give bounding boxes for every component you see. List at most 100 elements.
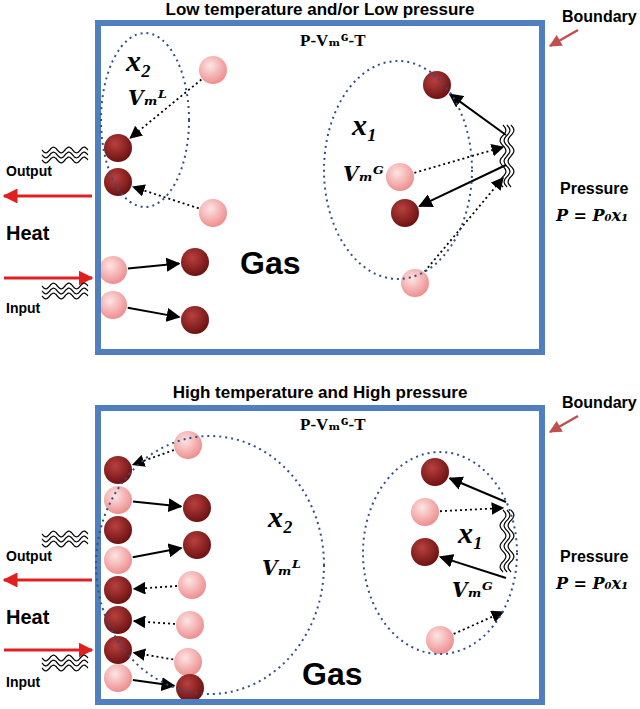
pressure-equation: P = P₀x₁	[556, 206, 628, 225]
region-outline	[362, 451, 518, 655]
molecule-dark	[104, 168, 132, 196]
molecule-light	[104, 546, 132, 574]
liquid-region: x₂ Vₘᴸ	[95, 435, 325, 695]
output-label: Output	[6, 548, 52, 564]
motion-arrow	[134, 653, 173, 660]
motion-arrow	[128, 264, 179, 269]
pressure-wave	[504, 125, 510, 187]
liquid-region: x₂ Vₘᴸ	[100, 32, 190, 208]
molecule-dark	[181, 248, 209, 276]
motion-arrow	[134, 586, 177, 589]
heat-wave	[42, 157, 88, 163]
fraction-label: x₂	[126, 44, 151, 78]
input-label: Input	[6, 300, 40, 316]
heat-output-arrow	[4, 579, 92, 582]
panel-box: Low temperature and/or Low pressureP-Vₘᴳ…	[95, 20, 545, 355]
motion-arrow	[425, 178, 503, 272]
molecule-light	[178, 571, 206, 599]
molecule-dark	[421, 458, 449, 486]
molecule-light	[386, 163, 414, 191]
pressure-wave	[508, 125, 514, 187]
motion-arrow	[128, 308, 180, 317]
motion-arrow	[134, 621, 175, 624]
motion-arrow	[133, 187, 199, 208]
phase-label: Gas	[240, 245, 300, 282]
heat-input-arrow	[4, 649, 92, 652]
heat-wave	[42, 660, 88, 666]
panel-title: High temperature and High pressure	[173, 383, 468, 403]
heat-output-arrow	[4, 195, 92, 198]
molecule-light	[104, 664, 132, 692]
state-label: P-Vₘᴳ-T	[300, 414, 366, 435]
heat-wave	[42, 531, 88, 537]
molecule-light	[401, 269, 429, 297]
heat-wave	[42, 536, 88, 542]
molecule-dark	[104, 134, 132, 162]
pressure-wave	[508, 510, 514, 572]
molecule-light	[426, 626, 454, 654]
heat-wave	[42, 152, 88, 158]
molecule-light	[411, 498, 439, 526]
pressure-wave	[504, 510, 510, 572]
motion-arrow	[454, 612, 503, 634]
volume-label: Vₘᴸ	[128, 86, 167, 110]
motion-arrow	[450, 478, 506, 502]
motion-arrow	[450, 94, 506, 135]
motion-arrow	[440, 557, 506, 578]
output-label: Output	[6, 163, 52, 179]
molecule-dark	[104, 576, 132, 604]
volume-label: Vₘᴸ	[262, 556, 301, 580]
molecule-light	[104, 486, 132, 514]
motion-arrow	[133, 502, 181, 507]
molecule-dark	[176, 674, 204, 702]
heat-wave	[42, 541, 88, 547]
motion-arrow	[414, 147, 503, 173]
molecule-dark	[104, 636, 132, 664]
heat-wave	[42, 288, 88, 294]
molecule-dark	[104, 606, 132, 634]
molecule-light	[199, 199, 227, 227]
heat-wave	[42, 293, 88, 299]
motion-arrow	[419, 165, 506, 206]
heat-label: Heat	[6, 222, 49, 245]
molecule-light	[99, 291, 127, 319]
molecule-light	[174, 648, 202, 676]
molecule-light	[99, 256, 127, 284]
boundary-label: Boundary	[562, 394, 637, 412]
fraction-label: x₂	[268, 500, 293, 534]
heat-wave	[42, 655, 88, 661]
pressure-wave	[500, 125, 506, 187]
molecule-light	[174, 431, 202, 459]
heat-wave	[42, 147, 88, 153]
molecule-dark	[104, 456, 132, 484]
input-label: Input	[6, 674, 40, 690]
heat-wave	[42, 283, 88, 289]
motion-arrow	[133, 548, 182, 557]
molecule-dark	[423, 71, 451, 99]
motion-arrow	[440, 508, 503, 511]
molecule-dark	[183, 494, 211, 522]
phase-label: Gas	[302, 656, 362, 693]
volume-label: Vₘᴳ	[343, 162, 384, 186]
pressure-label: Pressure	[560, 548, 629, 566]
molecule-light	[199, 56, 227, 84]
molecule-dark	[411, 538, 439, 566]
gas-region: x₁ Vₘᴳ	[323, 60, 473, 280]
panel-box: High temperature and High pressureP-Vₘᴳ-…	[95, 405, 545, 705]
molecule-dark	[181, 306, 209, 334]
heat-label: Heat	[6, 606, 49, 629]
pressure-wave	[500, 510, 506, 572]
motion-arrow	[133, 450, 174, 465]
fraction-label: x₁	[458, 516, 483, 550]
boundary-pointer	[550, 416, 578, 432]
boundary-pointer	[550, 30, 578, 46]
state-label: P-Vₘᴳ-T	[300, 30, 366, 51]
pressure-label: Pressure	[560, 180, 629, 198]
heat-wave	[42, 665, 88, 671]
molecule-dark	[104, 516, 132, 544]
molecule-light	[176, 611, 204, 639]
fraction-label: x₁	[352, 108, 377, 142]
pressure-equation: P = P₀x₁	[556, 574, 628, 593]
boundary-label: Boundary	[562, 8, 637, 26]
heat-input-arrow	[4, 277, 92, 280]
